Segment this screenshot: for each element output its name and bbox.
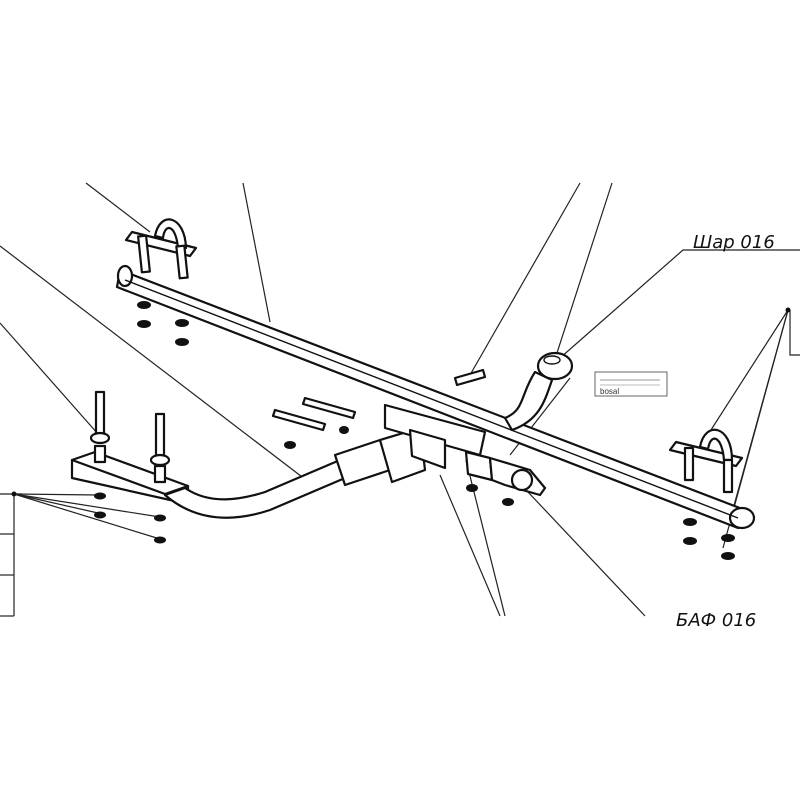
leader-nut-2 xyxy=(13,493,99,514)
leader-clamp-left xyxy=(85,182,151,233)
logo-text: bosal xyxy=(600,387,619,396)
leader-nut-3 xyxy=(13,493,161,518)
bosal-logo-plate: bosal xyxy=(594,371,668,397)
tow-ball xyxy=(503,351,574,432)
leader-nut-1 xyxy=(13,493,99,496)
crossbar-tube xyxy=(115,264,756,530)
left-mount-bracket xyxy=(70,390,190,544)
socket-plate xyxy=(464,450,547,497)
u-clamp-right xyxy=(668,428,744,560)
leader-crossbar xyxy=(242,182,271,323)
leader-clamp-right-1 xyxy=(699,309,789,448)
leader-bracket xyxy=(527,491,646,617)
left-table-stub xyxy=(0,307,791,617)
leader-nut-4 xyxy=(13,493,161,540)
label-ball: Шар 016 xyxy=(693,232,775,253)
leader-bolt-center xyxy=(469,182,581,376)
bolts xyxy=(271,368,514,506)
towbar-arm xyxy=(163,403,487,519)
label-bracket: БАФ 016 xyxy=(676,610,756,631)
leader-bottom-1 xyxy=(439,474,501,617)
leader-arm-left xyxy=(0,245,311,484)
leader-washer-left xyxy=(0,322,99,435)
leader-ball xyxy=(559,249,800,359)
leader-lines xyxy=(0,182,800,617)
u-clamp-left xyxy=(124,218,198,346)
leader-frame-right xyxy=(789,310,800,356)
